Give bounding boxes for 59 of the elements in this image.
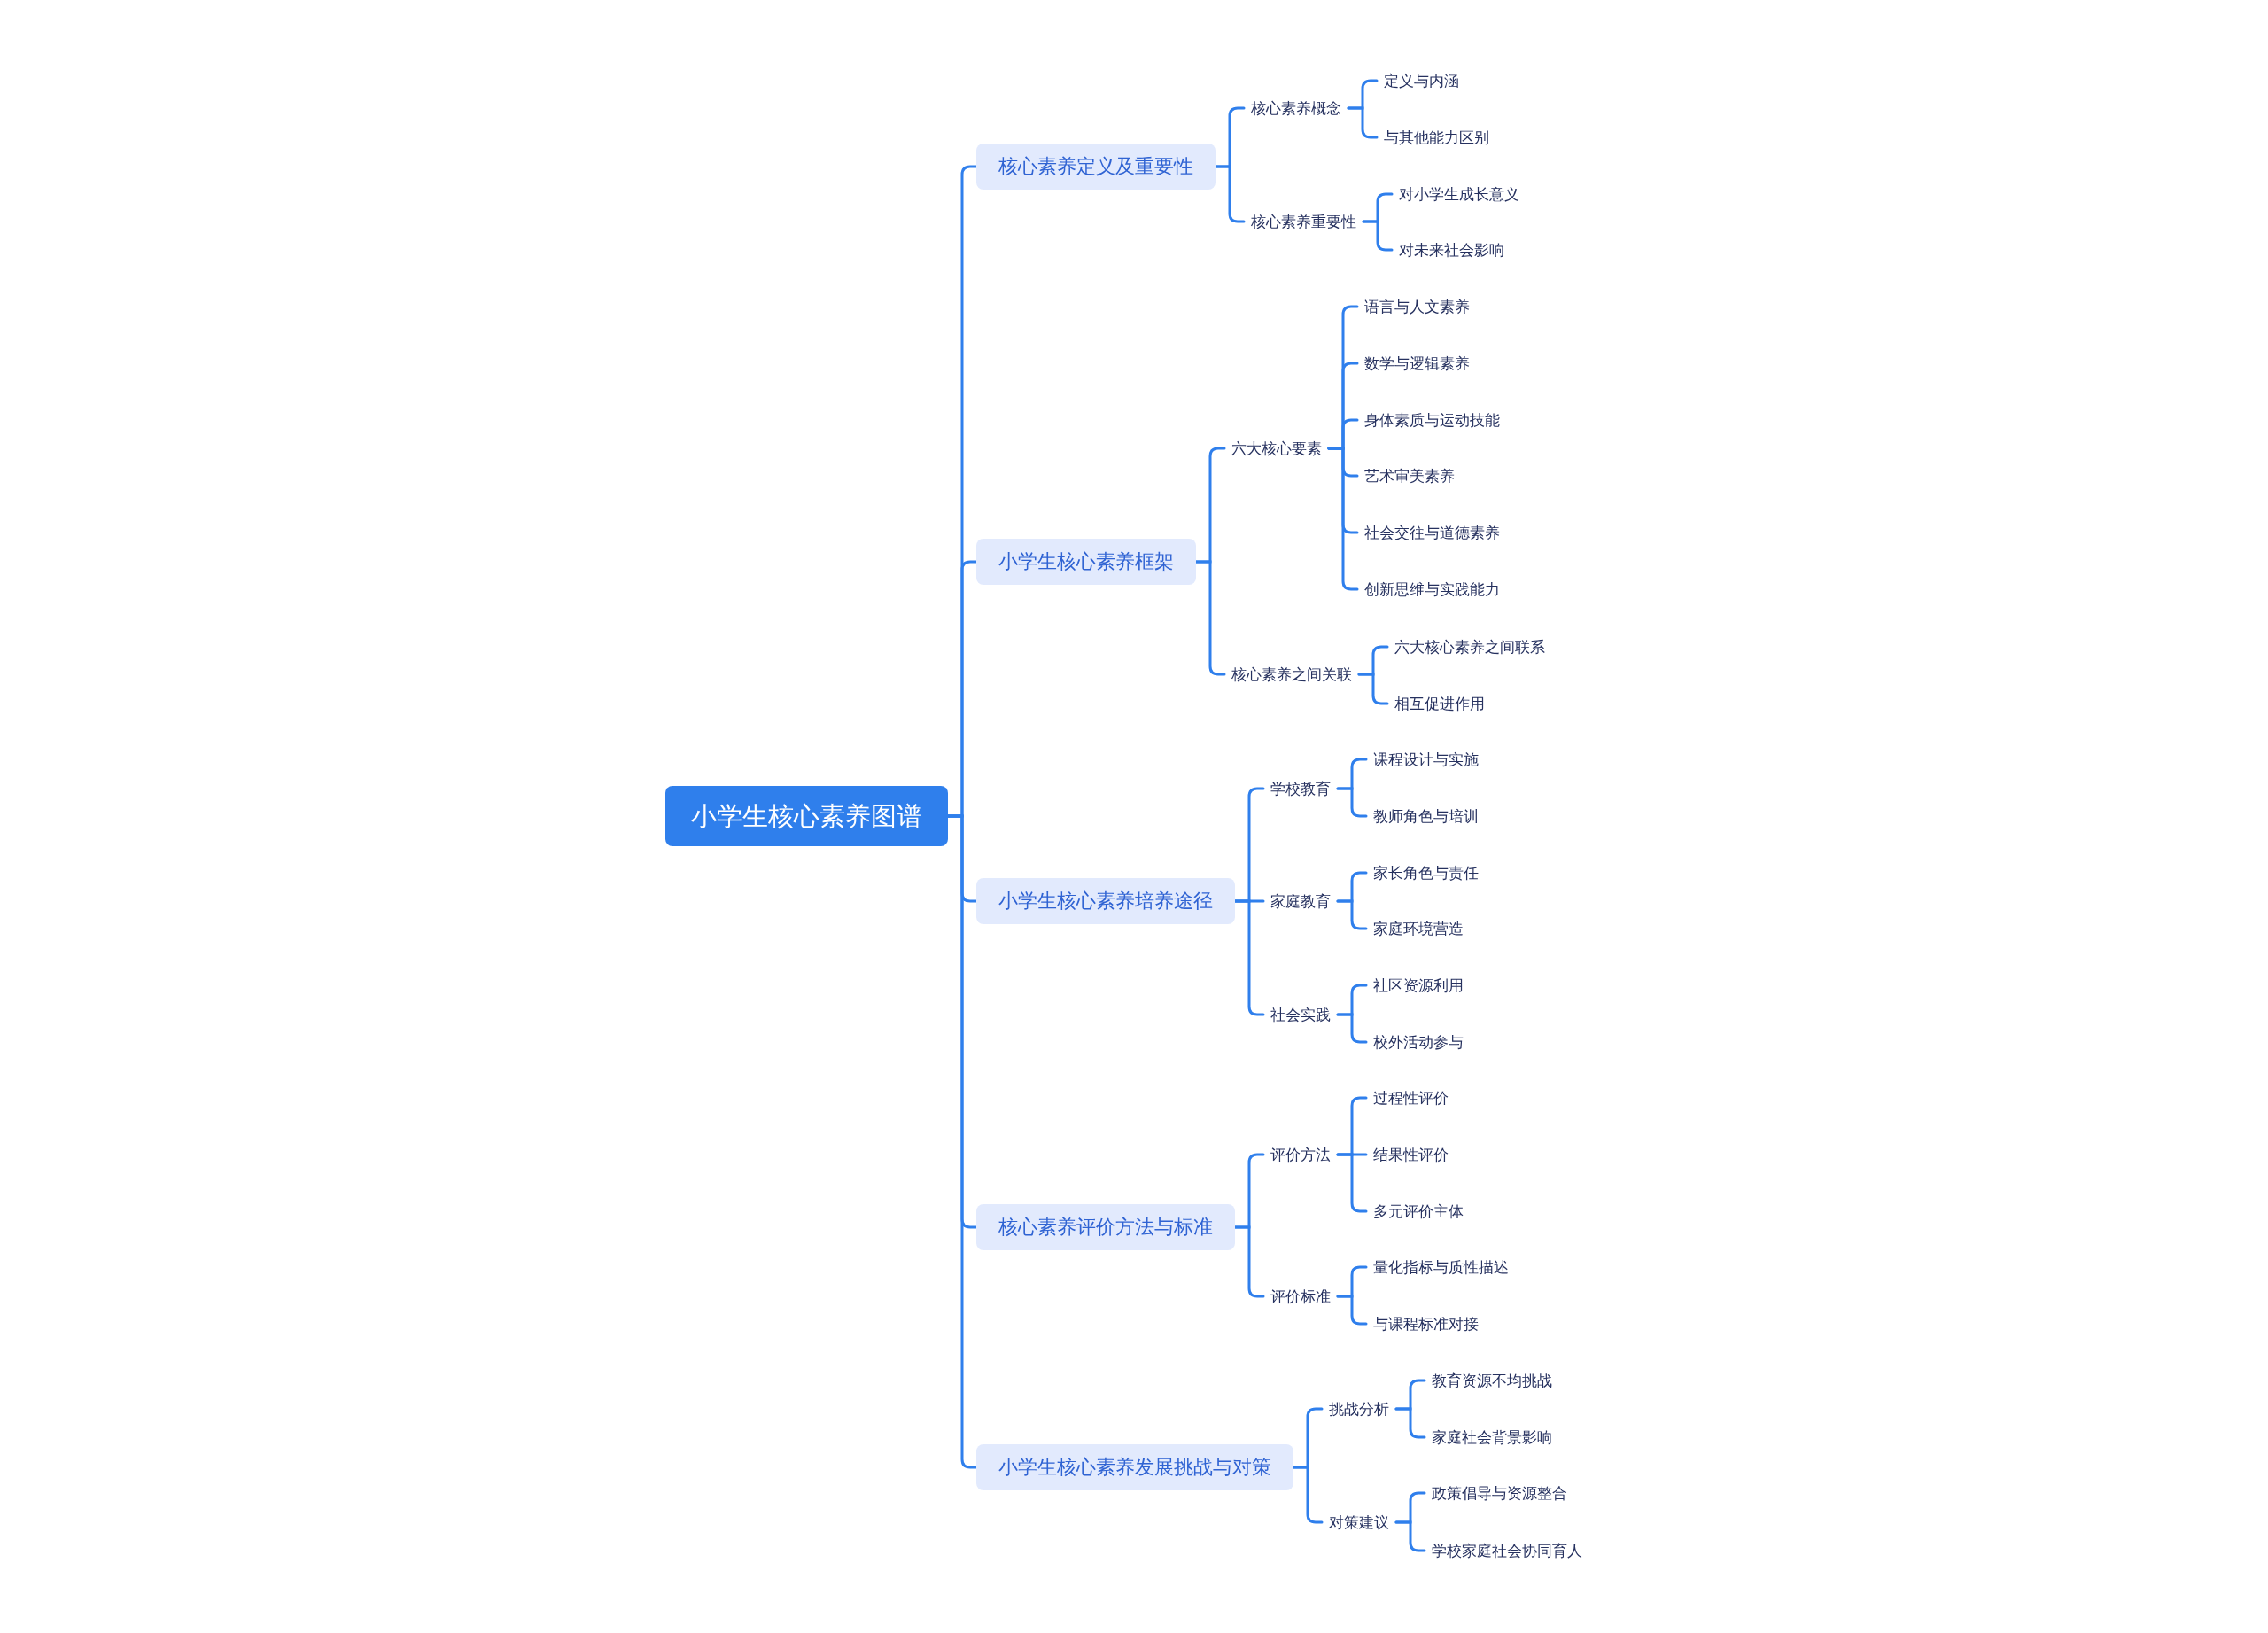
branch-line (1233, 899, 1265, 1016)
subtopic-label: 挑战分析 (1322, 1397, 1396, 1420)
subtopic-label: 对小学生成长意义 (1392, 183, 1526, 206)
subtopic-label: 社会交往与道德素养 (1357, 521, 1507, 544)
subtopic-label: 艺术审美素养 (1357, 464, 1462, 487)
branch-line (1292, 1466, 1324, 1524)
subtopic-label: 核心素养之间关联 (1224, 663, 1359, 686)
subtopic-label: 结果性评价 (1366, 1143, 1456, 1166)
branch-line (1336, 1295, 1368, 1326)
topic-box: 小学生核心素养框架 (976, 539, 1196, 585)
subtopic-label: 教育资源不均挑战 (1425, 1369, 1559, 1392)
subtopic-label: 社区资源利用 (1366, 974, 1471, 997)
subtopic-label: 家庭社会背景影响 (1425, 1426, 1559, 1449)
subtopic-label: 评价方法 (1263, 1143, 1338, 1166)
subtopic-label: 家庭环境营造 (1366, 917, 1471, 940)
subtopic-label: 课程设计与实施 (1366, 748, 1486, 771)
subtopic-label: 政策倡导与资源整合 (1425, 1481, 1574, 1505)
subtopic-label: 定义与内涵 (1377, 69, 1466, 92)
subtopic-label: 创新思维与实践能力 (1357, 578, 1507, 601)
subtopic-label: 六大核心素养之间联系 (1387, 635, 1552, 658)
topic-box: 核心素养定义及重要性 (976, 144, 1216, 190)
branch-line (1347, 106, 1379, 139)
subtopic-label: 与其他能力区别 (1377, 126, 1496, 149)
subtopic-label: 六大核心要素 (1224, 437, 1329, 460)
subtopic-label: 教师角色与培训 (1366, 805, 1486, 828)
branch-line (1362, 220, 1394, 252)
subtopic-label: 身体素质与运动技能 (1357, 408, 1507, 432)
topic-box: 核心素养评价方法与标准 (976, 1204, 1235, 1250)
topic-box: 小学生核心素养发展挑战与对策 (976, 1444, 1293, 1490)
branch-line (1194, 560, 1226, 676)
branch-line (1336, 787, 1368, 818)
branch-line (1357, 673, 1389, 705)
subtopic-label: 核心素养概念 (1244, 97, 1348, 120)
subtopic-label: 家庭教育 (1263, 890, 1338, 913)
subtopic-label: 过程性评价 (1366, 1086, 1456, 1109)
subtopic-label: 数学与逻辑素养 (1357, 352, 1477, 375)
subtopic-label: 相互促进作用 (1387, 692, 1492, 715)
branch-line (1233, 1225, 1265, 1298)
subtopic-label: 对未来社会影响 (1392, 238, 1511, 261)
subtopic-label: 学校家庭社会协同育人 (1425, 1539, 1589, 1562)
subtopic-label: 校外活动参与 (1366, 1030, 1471, 1054)
topic-box: 小学生核心素养培养途径 (976, 878, 1235, 924)
branch-line (1394, 1520, 1426, 1552)
subtopic-label: 语言与人文素养 (1357, 295, 1477, 318)
branch-line (1336, 899, 1368, 930)
subtopic-label: 量化指标与质性描述 (1366, 1256, 1516, 1279)
branch-line (946, 814, 978, 1469)
branch-line (1394, 1407, 1426, 1439)
subtopic-label: 社会实践 (1263, 1003, 1338, 1026)
subtopic-label: 与课程标准对接 (1366, 1312, 1486, 1335)
subtopic-label: 多元评价主体 (1366, 1200, 1471, 1223)
subtopic-label: 对策建议 (1322, 1511, 1396, 1534)
subtopic-label: 家长角色与责任 (1366, 861, 1486, 884)
subtopic-label: 评价标准 (1263, 1285, 1338, 1308)
subtopic-label: 核心素养重要性 (1244, 210, 1363, 233)
branch-line (1214, 165, 1246, 223)
subtopic-label: 学校教育 (1263, 777, 1338, 800)
root-topic: 小学生核心素养图谱 (665, 786, 948, 846)
branch-line (1336, 1013, 1368, 1044)
